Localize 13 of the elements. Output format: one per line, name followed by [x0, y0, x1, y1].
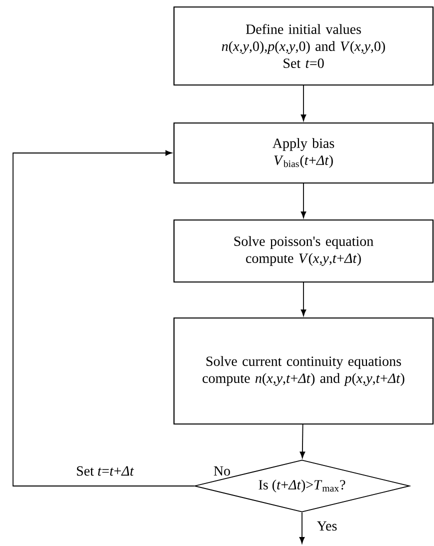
arrow [12, 150, 194, 486]
edge-label: Yes [316, 520, 338, 532]
process-box: Apply bias V$_{bias}$(t+Δt) [173, 122, 434, 184]
arrow [300, 282, 306, 316]
process-box: Define initial values n(x,y,0),p(x,y,0) and V(x,y,0) Set t=0 [173, 6, 434, 86]
arrow [300, 183, 306, 218]
loop-label: Set t=t+Δt [75, 465, 135, 477]
arrow [300, 424, 306, 458]
arrow [299, 512, 305, 544]
process-box: Solve poisson's equation compute V(x,y,t+Δt) [173, 219, 434, 283]
process-box: Solve current continuity equations compute n(x,y,t+Δt) and p(x,y,t+Δt) [173, 317, 434, 425]
arrow [300, 85, 306, 122]
edge-label: No [212, 465, 232, 477]
